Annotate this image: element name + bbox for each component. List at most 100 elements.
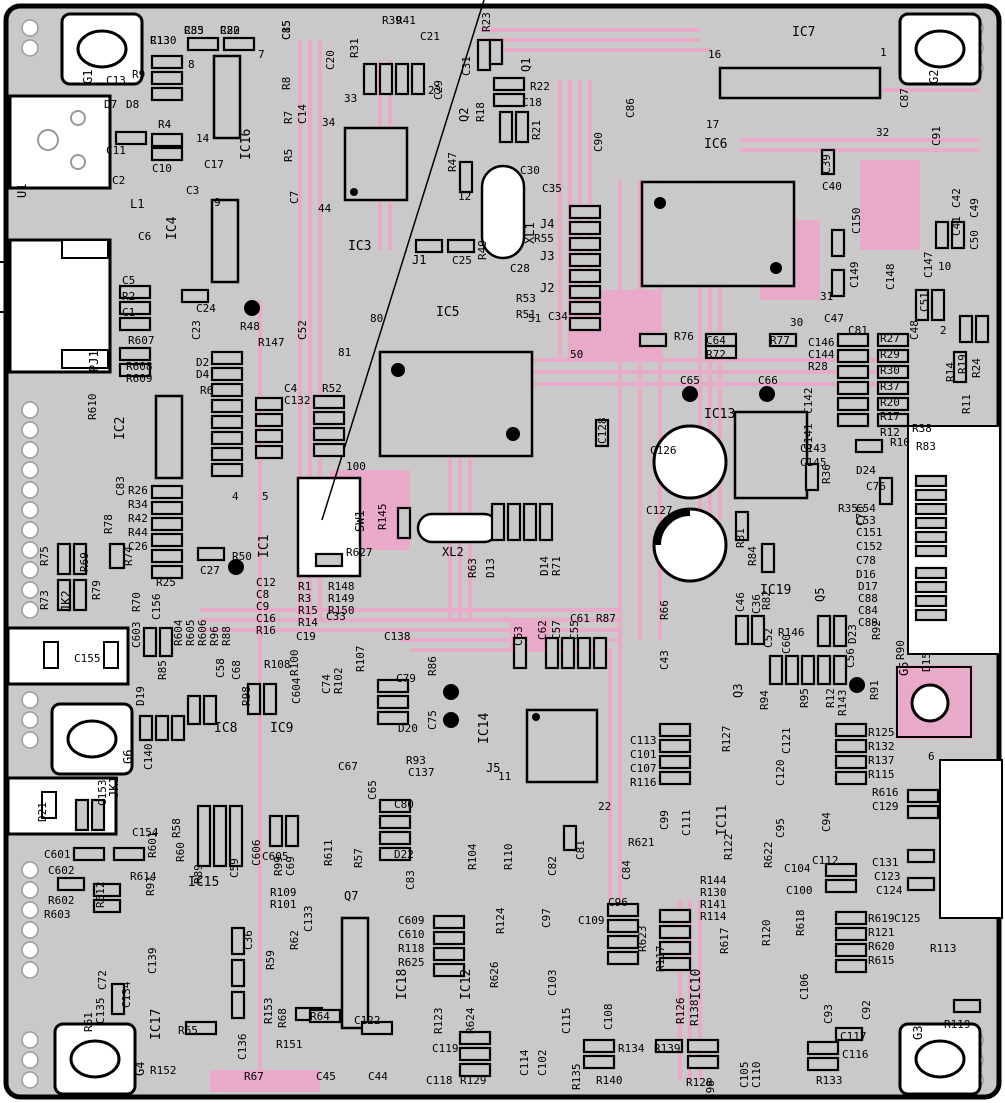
component-label: C99 — [658, 810, 671, 830]
component-label: C48 — [908, 320, 921, 340]
component-label: C141 — [802, 424, 815, 451]
component-label: C12 — [256, 576, 276, 589]
connector-jk2 — [6, 626, 130, 686]
component-label: R122 — [722, 834, 735, 861]
component-label: C24 — [196, 302, 216, 315]
component-label: C601 — [44, 848, 71, 861]
component-label: C116 — [842, 1048, 869, 1061]
component-label: C10 — [152, 162, 172, 175]
component-label: C50 — [968, 230, 981, 250]
ic-label: IC7 — [792, 25, 815, 40]
component-label: R140 — [596, 1074, 623, 1087]
component-label: R92 — [870, 620, 883, 640]
connector-label: J5 — [486, 761, 500, 775]
component-label: C29 — [432, 80, 445, 100]
component-label: C135 — [94, 998, 107, 1025]
component-label: R49 — [476, 240, 489, 260]
component-label: C121 — [780, 728, 793, 755]
component-label: C57 — [550, 620, 563, 640]
component-label: C36 — [242, 930, 255, 950]
component-label: C25 — [452, 254, 472, 267]
component-label: C94 — [820, 812, 833, 832]
component-label: C23 — [190, 320, 203, 340]
component-label: R135 — [570, 1064, 583, 1091]
component-label: C84 — [620, 860, 633, 880]
component-label: C70 — [854, 506, 867, 526]
component-label: R605 — [184, 620, 197, 647]
component-label: C103 — [546, 970, 559, 997]
component-label: C110 — [750, 1062, 763, 1089]
component-label: C4 — [284, 382, 298, 395]
ic-label: IC15 — [188, 875, 219, 890]
pin-number: 51 — [528, 312, 541, 325]
component-label: C605 — [262, 850, 289, 863]
pin-number: 44 — [318, 202, 332, 215]
component-label: R95 — [798, 688, 811, 708]
component-label: R609 — [126, 372, 153, 385]
component-label: R31 — [348, 38, 361, 58]
pin-number: 9 — [214, 196, 221, 209]
component-label: R603 — [44, 908, 71, 921]
component-label: C74 — [320, 674, 333, 694]
component-label: R80 — [220, 24, 240, 37]
connector-label: Q3 — [731, 684, 745, 698]
component-label: D16 — [856, 568, 876, 581]
component-label: C60 — [780, 634, 793, 654]
component-label: R81 — [734, 528, 747, 548]
pin-number: 23 — [428, 84, 441, 97]
component-label: R68 — [276, 1008, 289, 1028]
component-label: R612 — [94, 882, 107, 909]
ic6-body — [640, 180, 796, 288]
ic-label: IC12 — [459, 969, 474, 1000]
component-label: C83 — [404, 870, 417, 890]
component-label: C11 — [106, 144, 126, 157]
component-label: C49 — [968, 198, 981, 218]
crystals — [416, 164, 526, 544]
component-label: C55 — [568, 620, 581, 640]
component-label: C138 — [384, 630, 411, 643]
component-label: C156 — [150, 594, 163, 621]
component-label: C129 — [872, 800, 899, 813]
connector-label: JK2 — [59, 590, 73, 612]
component-label: R149 — [328, 592, 355, 605]
component-label: R604 — [172, 619, 185, 646]
component-label: C28 — [510, 262, 530, 275]
component-label: C150 — [850, 208, 863, 235]
component-label: C27 — [200, 564, 220, 577]
component-label: C146 — [808, 336, 835, 349]
leader-line — [321, 0, 485, 521]
component-label: C144 — [808, 348, 835, 361]
connector-label: SW1 — [353, 510, 367, 532]
component-label: C51 — [918, 292, 931, 312]
component-label: R78 — [102, 514, 115, 534]
component-label: C90 — [592, 132, 605, 152]
pin-number: 12 — [458, 190, 471, 203]
component-label: R6 — [200, 384, 213, 397]
component-label: C76 — [866, 480, 886, 493]
component-label: R614 — [130, 870, 157, 883]
component-label: C80 — [394, 798, 414, 811]
component-label: C31 — [460, 56, 473, 76]
component-label: R118 — [398, 942, 425, 955]
pin-number-labels: 8733231143444128081100515016173230315491… — [188, 46, 951, 813]
component-label: C65 — [680, 374, 700, 387]
component-label: R610 — [86, 394, 99, 421]
component-label: R66 — [658, 600, 671, 620]
ic-label: IC3 — [348, 239, 371, 254]
component-label: R86 — [426, 656, 439, 676]
component-label: C75 — [426, 710, 439, 730]
component-label: C30 — [520, 164, 540, 177]
mount-label: G5 — [897, 662, 911, 676]
component-label: C26 — [128, 540, 148, 553]
component-label: R30 — [880, 364, 900, 377]
connector-labels: U1 PJ1 JK2 JK1 J1 J2 J3 J4 J5 SW1 XL1 XL… — [15, 58, 827, 903]
component-label: R104 — [466, 843, 479, 870]
mounting-holes — [50, 12, 982, 1096]
component-label: R47 — [446, 152, 459, 172]
component-label: R62 — [288, 930, 301, 950]
component-label: C67 — [338, 760, 358, 773]
component-label: C6 — [138, 230, 151, 243]
component-label: C22 — [220, 24, 240, 37]
component-label: C114 — [518, 1049, 531, 1076]
